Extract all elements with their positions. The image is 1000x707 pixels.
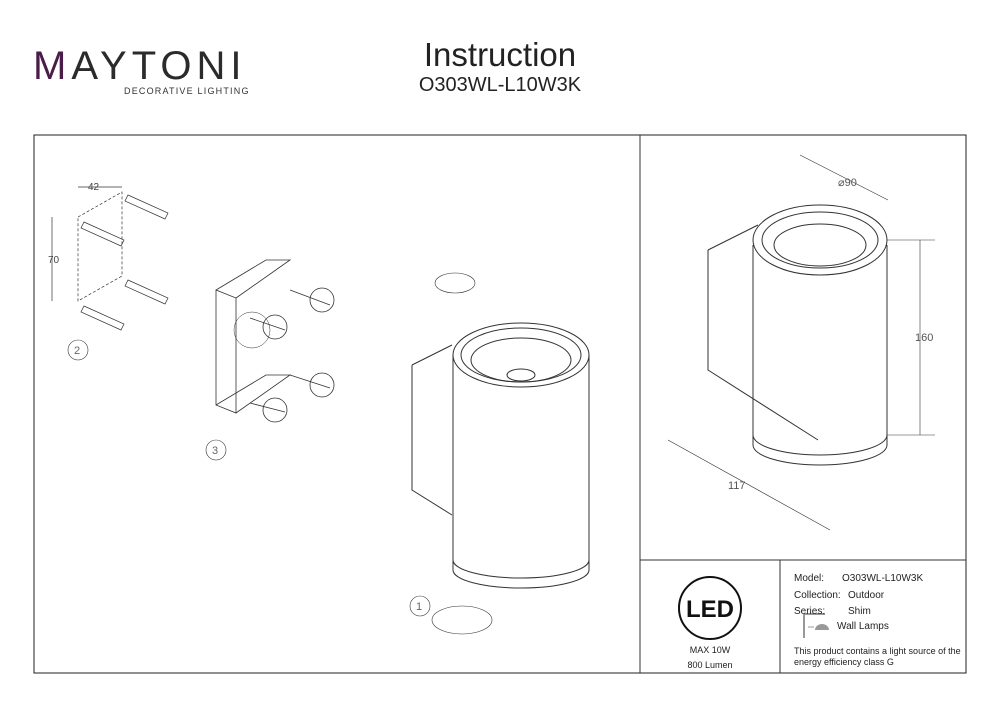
brand-logo: MAYTONI bbox=[33, 44, 247, 88]
series-value: Shim bbox=[848, 606, 871, 617]
dim-height: 160 bbox=[915, 332, 933, 344]
energy-note-1: This product contains a light source of … bbox=[794, 646, 961, 656]
led-icon bbox=[678, 576, 742, 640]
step-2-circle bbox=[67, 339, 89, 361]
brand-tagline: DECORATIVE LIGHTING bbox=[124, 86, 250, 96]
model-value: O303WL-L10W3K bbox=[842, 573, 924, 584]
led-label: LED bbox=[686, 596, 734, 623]
dimension-view bbox=[667, 154, 935, 531]
dim-70: 70 bbox=[48, 255, 60, 266]
step-3-label: 3 bbox=[212, 445, 218, 457]
step-1-label: 1 bbox=[416, 601, 422, 613]
energy-note-2: energy efficiency class G bbox=[794, 657, 894, 667]
series-label: Series: bbox=[794, 606, 826, 617]
category: Wall Lamps bbox=[837, 621, 889, 632]
dim-depth: 117 bbox=[728, 480, 746, 492]
lumen: 800 Lumen bbox=[687, 660, 732, 670]
page-title: Instruction bbox=[423, 36, 577, 73]
collection-label: Collection: bbox=[794, 590, 841, 601]
lamp-mounting-diagram bbox=[409, 272, 590, 635]
anchor-drilling-diagram bbox=[51, 186, 169, 361]
bracket-diagram bbox=[205, 259, 335, 461]
wall-lamp-icon bbox=[803, 613, 829, 638]
step-2-label: 2 bbox=[74, 345, 80, 357]
wall-plugs bbox=[80, 194, 169, 331]
model-code: O303WL-L10W3K bbox=[418, 74, 582, 96]
collection-value: Outdoor bbox=[848, 590, 885, 601]
dim-diameter: ⌀90 bbox=[838, 177, 857, 189]
frame-border bbox=[33, 134, 967, 674]
dim-42: 42 bbox=[88, 182, 100, 193]
max-power: MAX 10W bbox=[690, 645, 731, 655]
model-label: Model: bbox=[794, 573, 825, 584]
